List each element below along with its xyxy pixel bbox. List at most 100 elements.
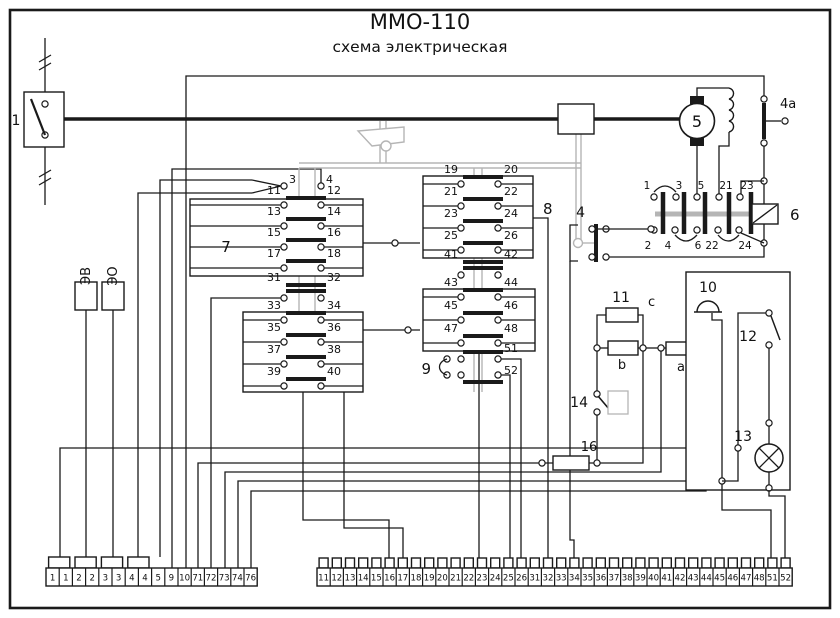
contact-point xyxy=(494,271,502,279)
junction-node xyxy=(593,344,601,352)
terminal-number: 9 xyxy=(169,574,174,584)
contact-number: 42 xyxy=(504,248,518,261)
wire-arrow xyxy=(251,179,282,187)
terminal-tab xyxy=(463,557,474,569)
contact-number: 34 xyxy=(327,299,341,312)
contact-point xyxy=(280,382,288,390)
wire-arrow xyxy=(251,185,282,194)
cam-number: 24 xyxy=(738,240,752,252)
contact-number: 41 xyxy=(444,248,458,261)
contact-point xyxy=(280,201,288,209)
wire-cell9-contact4 xyxy=(171,168,322,568)
contact-point xyxy=(494,202,502,210)
fuse-terminal xyxy=(538,459,546,467)
contact-number: 15 xyxy=(267,226,281,239)
contact-number: 31 xyxy=(267,271,281,284)
contact-number: 51 xyxy=(504,342,518,355)
resistor-b xyxy=(607,340,639,356)
terminal-tab xyxy=(635,557,646,569)
contact-number: 48 xyxy=(504,322,518,335)
wire-drop-16 xyxy=(302,392,390,568)
contact-number: 45 xyxy=(444,299,458,312)
contact-point xyxy=(494,371,502,379)
cam-terminal xyxy=(735,226,743,234)
contact-number: 19 xyxy=(444,163,458,176)
cam-number: 2 xyxy=(645,240,652,252)
junction-node xyxy=(639,344,647,352)
terminal-number: 72 xyxy=(206,574,217,584)
motor-brush xyxy=(690,96,704,104)
terminal-bridge xyxy=(100,556,124,569)
contact-point xyxy=(317,222,325,230)
wire-contact4-34 xyxy=(569,261,575,568)
contact-number: 36 xyxy=(327,321,341,334)
contact-number: 26 xyxy=(504,229,518,242)
contact-number: 13 xyxy=(267,205,281,218)
contact-point xyxy=(280,294,288,302)
switch12-blade xyxy=(770,315,781,341)
terminal-number: 51 xyxy=(767,574,778,584)
wire-c-loop xyxy=(638,314,644,345)
contact-number: 21 xyxy=(444,185,458,198)
cam-number: 1 xyxy=(644,180,651,192)
contact-point xyxy=(494,355,502,363)
contact-point xyxy=(317,360,325,368)
terminal-number: 4 xyxy=(129,574,134,584)
contact-number: 16 xyxy=(327,226,341,239)
contact-number: 47 xyxy=(444,322,458,335)
bell-icon xyxy=(696,300,720,313)
contact-point xyxy=(494,224,502,232)
wire-24 xyxy=(740,232,765,244)
cam-bridge-22-24 xyxy=(717,234,740,242)
terminal-number: 5 xyxy=(155,574,160,584)
page-title: ММО-110 xyxy=(370,10,470,34)
wire-panel-chain xyxy=(722,312,766,482)
wire-cell74-bell xyxy=(237,480,722,568)
terminal-tab xyxy=(344,557,356,569)
connector-node xyxy=(404,326,412,334)
wire-lamp-52 xyxy=(768,490,786,558)
terminal-bridge xyxy=(127,556,150,569)
terminal-number: 37 xyxy=(609,574,620,584)
terminal-tab xyxy=(754,557,765,569)
cam-terminal xyxy=(693,193,701,201)
em-open-box xyxy=(101,281,125,311)
label-c: c xyxy=(648,295,655,310)
cam-terminal xyxy=(714,226,722,234)
terminal-tab xyxy=(371,557,382,569)
contact-number: 11 xyxy=(267,184,281,197)
terminal-bridge xyxy=(47,556,71,569)
contact-point xyxy=(317,294,325,302)
contact14-terminal xyxy=(593,408,601,416)
contact-point xyxy=(317,243,325,251)
terminal-tab xyxy=(529,557,540,569)
em-close-box xyxy=(74,281,98,311)
contact-number: 38 xyxy=(327,343,341,356)
contact-point xyxy=(317,338,325,346)
label-b: b xyxy=(618,358,626,373)
terminal-number: 3 xyxy=(116,574,121,584)
cam-drive-diagonal xyxy=(752,204,778,224)
terminal-bridge xyxy=(74,556,97,569)
lever-9 xyxy=(438,358,448,376)
terminal-number: 13 xyxy=(345,574,356,584)
contact-number: 43 xyxy=(444,276,458,289)
contact-number: 4 xyxy=(326,173,333,186)
contact-point xyxy=(494,246,502,254)
cam-number: 22 xyxy=(705,240,718,252)
contact-point xyxy=(494,293,502,301)
label-10: 10 xyxy=(699,280,717,296)
contact-number: 25 xyxy=(444,229,458,242)
wire-motor-coil xyxy=(696,87,729,96)
terminal-number: 2 xyxy=(89,574,94,584)
terminal-tab xyxy=(424,557,435,569)
terminal-number: 45 xyxy=(714,574,725,584)
cam-terminal xyxy=(693,226,701,234)
contact14-blade xyxy=(597,395,610,410)
terminal-number: 22 xyxy=(463,574,474,584)
wire-block8-32 xyxy=(533,217,549,568)
terminal-number: 48 xyxy=(754,574,765,584)
terminal-number: 34 xyxy=(569,574,580,584)
label-em-close: ЭВ xyxy=(79,267,94,285)
